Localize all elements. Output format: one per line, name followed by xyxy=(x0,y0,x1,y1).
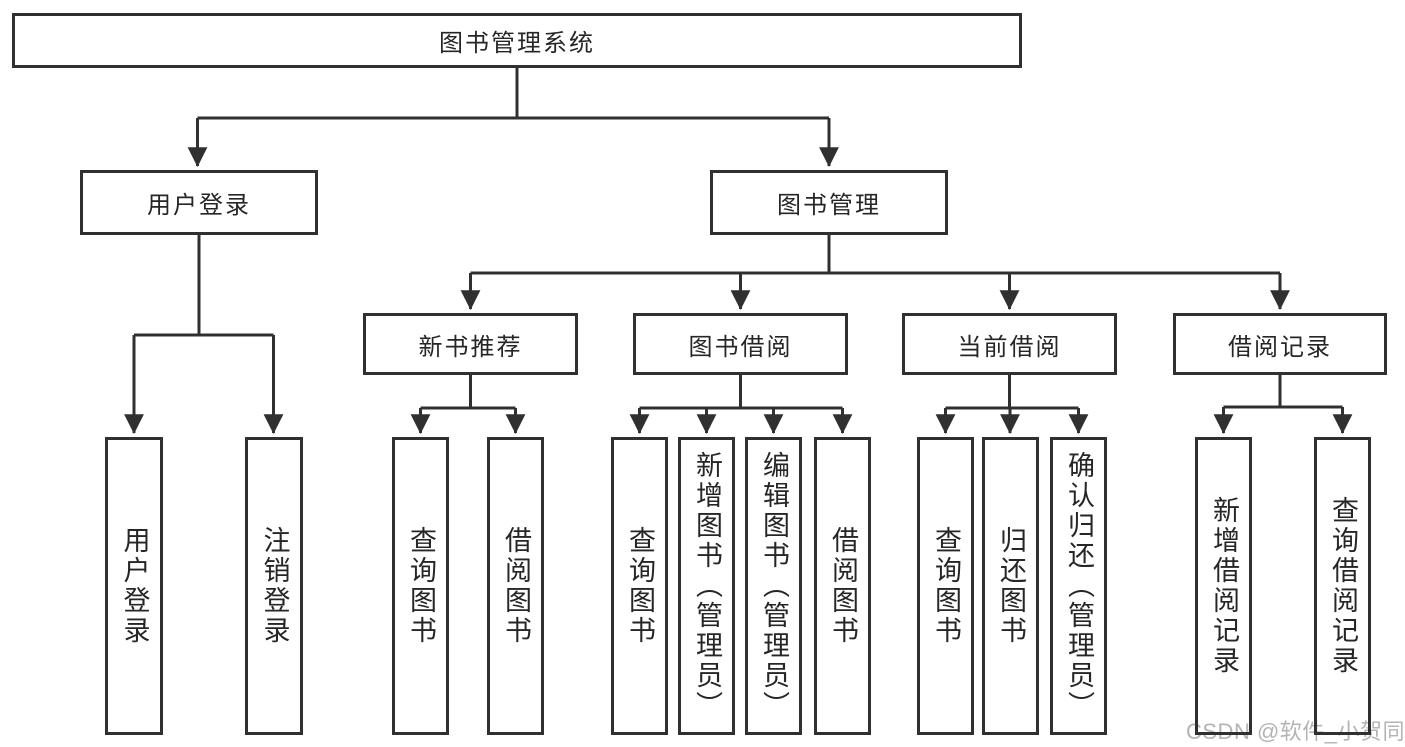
node-user-login-label: 用户登录 xyxy=(147,192,251,219)
leaf-bb-add-book-label: 新增图书（管理员） xyxy=(692,451,722,721)
leaf-nb-query-book-label: 查询图书 xyxy=(406,526,436,646)
leaf-nb-borrow-book: 借阅图书 xyxy=(487,437,544,735)
leaf-br-query-record-label: 查询借阅记录 xyxy=(1328,496,1358,676)
leaf-bb-add-book: 新增图书（管理员） xyxy=(678,437,735,735)
leaf-user-login-label: 用户登录 xyxy=(119,526,150,646)
leaf-cb-return-book: 归还图书 xyxy=(982,437,1039,735)
leaf-bb-borrow-book: 借阅图书 xyxy=(814,437,871,735)
node-book-management: 图书管理 xyxy=(710,170,948,235)
node-book-borrow-label: 图书借阅 xyxy=(688,333,793,361)
edges-user-login-group xyxy=(124,235,284,434)
node-new-book-recommend-label: 新书推荐 xyxy=(418,333,523,361)
leaf-cb-query-book-label: 查询图书 xyxy=(931,526,961,646)
node-user-login: 用户登录 xyxy=(80,170,318,235)
leaf-logout-login: 注销登录 xyxy=(245,437,303,735)
node-root: 图书管理系统 xyxy=(12,13,1022,68)
edges-root-to-level2 xyxy=(187,68,839,167)
leaf-cb-query-book: 查询图书 xyxy=(917,437,974,735)
leaf-cb-confirm-return: 确认归还（管理员） xyxy=(1050,437,1107,735)
leaf-nb-query-book: 查询图书 xyxy=(392,437,449,735)
leaf-bb-query-book-label: 查询图书 xyxy=(625,526,655,646)
node-book-management-label: 图书管理 xyxy=(777,192,881,219)
leaf-br-query-record: 查询借阅记录 xyxy=(1314,437,1371,735)
edges-book-mgmt-to-level3 xyxy=(460,235,1290,310)
node-current-borrow: 当前借阅 xyxy=(902,313,1117,375)
leaf-bb-edit-book-label: 编辑图书（管理员） xyxy=(759,451,789,721)
leaf-cb-confirm-return-label: 确认归还（管理员） xyxy=(1064,451,1094,721)
leaf-user-login: 用户登录 xyxy=(105,437,163,735)
edges-current-borrow-group xyxy=(935,375,1089,434)
leaf-nb-borrow-book-label: 借阅图书 xyxy=(501,526,531,646)
leaf-bb-query-book: 查询图书 xyxy=(611,437,668,735)
edges-book-borrow-group xyxy=(629,375,853,434)
leaf-bb-borrow-book-label: 借阅图书 xyxy=(828,526,858,646)
watermark: CSDN @软件_小贺同学 xyxy=(1186,719,1405,744)
leaf-br-add-record-label: 新增借阅记录 xyxy=(1209,496,1239,676)
edges-new-book-group xyxy=(410,375,526,434)
leaf-br-add-record: 新增借阅记录 xyxy=(1195,437,1252,735)
node-borrow-records: 借阅记录 xyxy=(1173,313,1387,375)
node-current-borrow-label: 当前借阅 xyxy=(957,333,1062,361)
edges-borrow-record-group xyxy=(1213,375,1353,434)
node-book-borrow: 图书借阅 xyxy=(633,313,848,375)
node-root-label: 图书管理系统 xyxy=(439,30,595,57)
leaf-cb-return-book-label: 归还图书 xyxy=(996,526,1026,646)
node-borrow-records-label: 借阅记录 xyxy=(1228,333,1332,361)
leaf-bb-edit-book: 编辑图书（管理员） xyxy=(745,437,802,735)
node-new-book-recommend: 新书推荐 xyxy=(363,313,578,375)
leaf-logout-login-label: 注销登录 xyxy=(259,526,290,646)
